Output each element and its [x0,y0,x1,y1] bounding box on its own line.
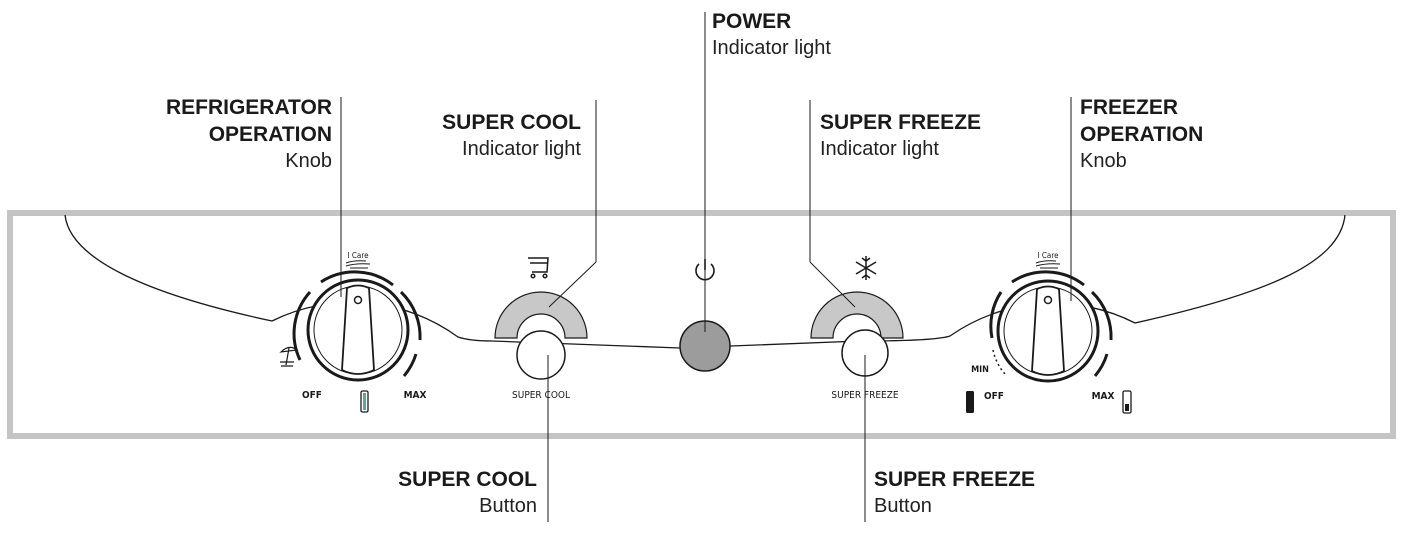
freezer-off-indicator-icon [966,391,974,413]
callout-power: POWER Indicator light [712,8,831,62]
callout-freezer-operation: FREEZER OPERATION Knob [1080,94,1203,175]
right-knob-min-label: MIN [971,365,989,375]
callout-refrigerator-operation: REFRIGERATOR OPERATION Knob [166,94,332,175]
panel-frame [7,210,1396,439]
super-cool-button-title: SUPER COOL [398,468,537,491]
super-freeze-indicator-light [810,291,904,339]
beach-umbrella-icon [279,346,299,367]
power-sub: Indicator light [712,37,831,59]
left-knob-max-label: MAX [404,390,427,401]
super-cool-light-sub: Indicator light [462,138,581,160]
refrigerator-operation-title-1: REFRIGERATOR [165,96,332,119]
power-title: POWER [712,10,792,33]
freezer-max-indicator-icon [1122,390,1132,414]
super-cool-button-shape[interactable] [516,330,566,380]
callout-super-cool-light: SUPER COOL Indicator light [442,109,581,163]
super-freeze-light-sub: Indicator light [820,138,939,160]
freezer-operation-sub: Knob [1080,150,1127,172]
super-freeze-light-title: SUPER FREEZE [820,111,982,134]
shopping-cart-icon [528,257,549,279]
super-cool-button-label: SUPER COOL [512,390,570,401]
super-freeze-button-title: SUPER FREEZE [874,468,1036,491]
left-knob-top-label: I Care [347,251,369,260]
hand-icon [345,260,371,269]
freezer-operation-title-1: FREEZER [1080,96,1179,119]
right-knob-top-label: I Care [1037,251,1059,260]
hand-icon [1035,260,1061,269]
refrigerator-indicator-icon [360,390,369,413]
callout-super-freeze-button: SUPER FREEZE Button [874,466,1035,520]
super-cool-button-sub: Button [479,495,537,517]
freezer-knob[interactable] [989,270,1113,383]
callout-lines [340,12,1072,522]
right-knob-off-label: OFF [984,391,1004,402]
super-cool-indicator-light [494,291,588,339]
refrigerator-knob[interactable] [292,270,422,382]
left-knob-off-label: OFF [302,390,322,401]
refrigerator-operation-title-2: OPERATION [208,123,332,146]
callout-super-freeze-light: SUPER FREEZE Indicator light [820,109,981,163]
snowflake-icon [855,256,877,280]
right-knob-max-label: MAX [1092,391,1115,402]
super-cool-light-title: SUPER COOL [442,111,581,134]
callout-super-cool-button: SUPER COOL Button [398,466,537,520]
freezer-operation-title-2: OPERATION [1080,123,1204,146]
refrigerator-operation-sub: Knob [285,150,332,172]
super-freeze-button-sub: Button [874,495,932,517]
